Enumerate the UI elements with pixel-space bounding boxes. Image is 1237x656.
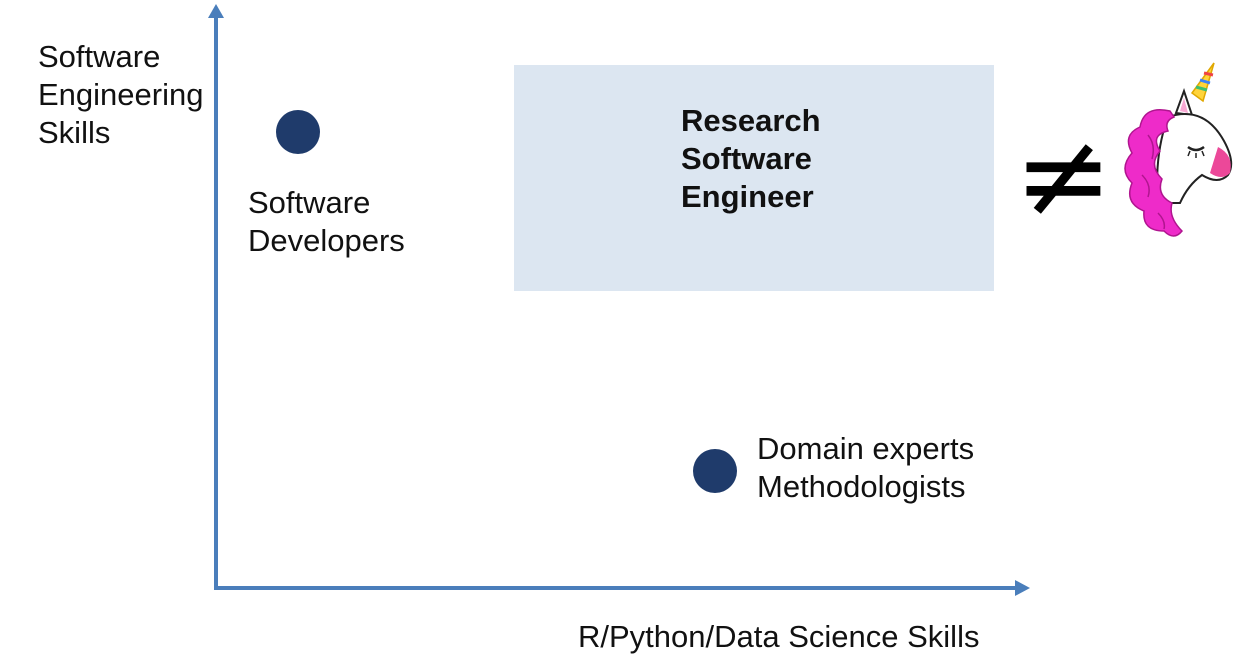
software-developers-dot	[276, 110, 320, 154]
rse-box	[514, 65, 994, 291]
x-axis-label: R/Python/Data Science Skills	[578, 619, 980, 654]
software-developers-label: Software Developers	[248, 185, 405, 258]
x-axis-arrowhead	[1015, 580, 1030, 596]
rse-label: Research Software Engineer	[681, 103, 821, 214]
domain-experts-label: Domain experts Methodologists	[757, 431, 975, 504]
domain-experts-dot	[693, 449, 737, 493]
y-axis-arrowhead	[208, 4, 224, 18]
unicorn-icon	[1124, 62, 1233, 237]
not-equal-symbol: ≠	[1014, 106, 1113, 244]
y-axis-label: Software Engineering Skills	[38, 39, 204, 150]
